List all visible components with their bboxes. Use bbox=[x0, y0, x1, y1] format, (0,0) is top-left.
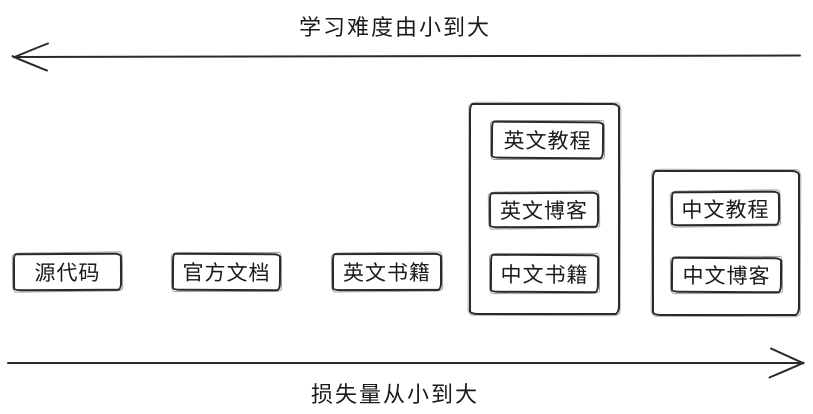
node-english-tutorial: 英文教程 bbox=[490, 120, 605, 160]
node-label: 中文博客 bbox=[682, 263, 771, 289]
node-official-docs: 官方文档 bbox=[171, 252, 282, 292]
difficulty-left-arrow-icon bbox=[11, 42, 801, 72]
difficulty-axis-label: 学习难度由小到大 bbox=[298, 16, 491, 41]
node-label: 中文教程 bbox=[681, 197, 770, 222]
node-chinese-blog: 中文博客 bbox=[670, 256, 783, 294]
node-label: 英文教程 bbox=[503, 128, 592, 154]
loss-axis-label: 损失量从小到大 bbox=[310, 383, 479, 408]
node-english-blog: 英文博客 bbox=[488, 191, 600, 229]
node-english-books: 英文书籍 bbox=[331, 252, 443, 292]
node-label: 中文书籍 bbox=[500, 262, 589, 287]
group-english-resources: 英文教程 英文博客 中文书籍 bbox=[469, 103, 620, 315]
node-label: 官方文档 bbox=[182, 260, 271, 286]
group-chinese-resources: 中文教程 中文博客 bbox=[652, 170, 800, 316]
node-chinese-tutorial: 中文教程 bbox=[670, 190, 781, 227]
node-label: 英文博客 bbox=[499, 198, 589, 224]
node-label: 源代码 bbox=[34, 260, 101, 286]
node-label: 英文书籍 bbox=[342, 260, 432, 286]
loss-right-arrow-icon bbox=[7, 347, 805, 379]
node-source-code: 源代码 bbox=[12, 252, 123, 292]
node-chinese-books: 中文书籍 bbox=[489, 253, 600, 294]
